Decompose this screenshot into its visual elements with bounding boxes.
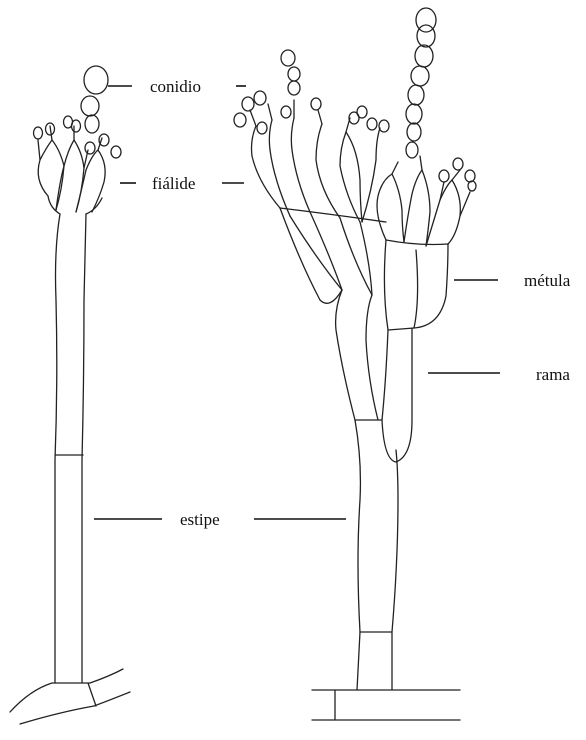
label-metula-text: métula bbox=[524, 271, 571, 290]
label-rama: rama bbox=[428, 365, 570, 384]
label-estipe: estipe bbox=[94, 510, 346, 529]
left-conidiophore bbox=[10, 66, 130, 724]
label-conidio: conidio bbox=[108, 77, 246, 96]
label-fialide-text: fiálide bbox=[152, 174, 195, 193]
label-conidio-text: conidio bbox=[150, 77, 201, 96]
label-rama-text: rama bbox=[536, 365, 570, 384]
label-fialide: fiálide bbox=[120, 174, 244, 193]
label-estipe-text: estipe bbox=[180, 510, 220, 529]
label-metula: métula bbox=[454, 271, 571, 290]
right-conidiophore bbox=[234, 8, 476, 720]
